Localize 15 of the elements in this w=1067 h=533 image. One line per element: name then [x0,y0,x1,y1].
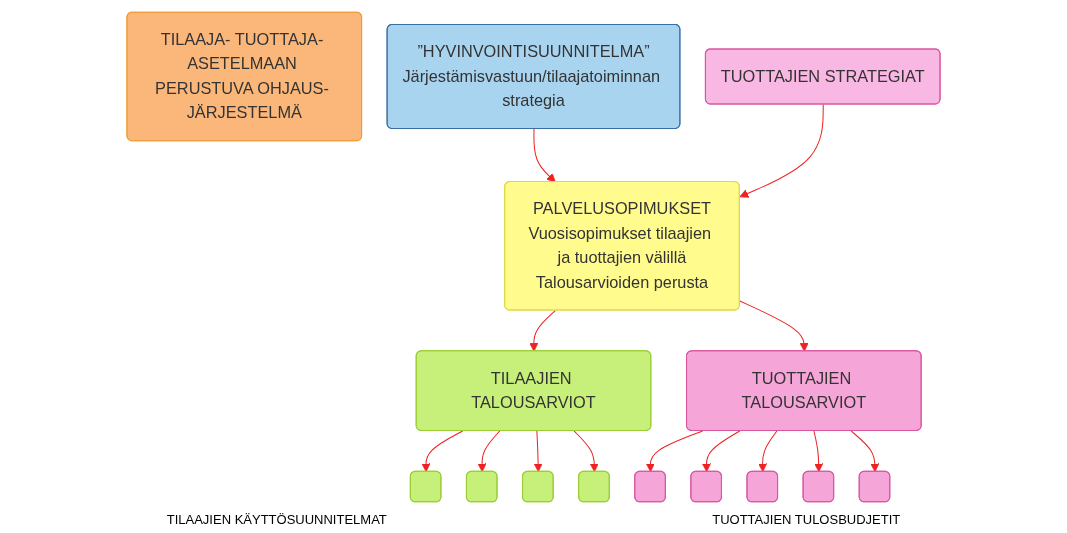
arrow [645,430,704,473]
arrow [533,430,543,473]
arrow [702,430,741,473]
arrow [739,103,824,198]
arrow [739,300,809,352]
group-caption: TUOTTAJIEN TULOSBUDJETIT [712,512,901,527]
arrow [758,430,778,473]
arrow [529,310,556,352]
group-caption: TILAAJIEN KÄYTTÖSUUNNITELMAT [166,512,387,527]
arrow [850,430,880,473]
arrow [477,430,501,473]
arrow [533,128,556,183]
arrow [421,430,464,473]
arrow [573,430,599,473]
arrow [813,430,824,473]
